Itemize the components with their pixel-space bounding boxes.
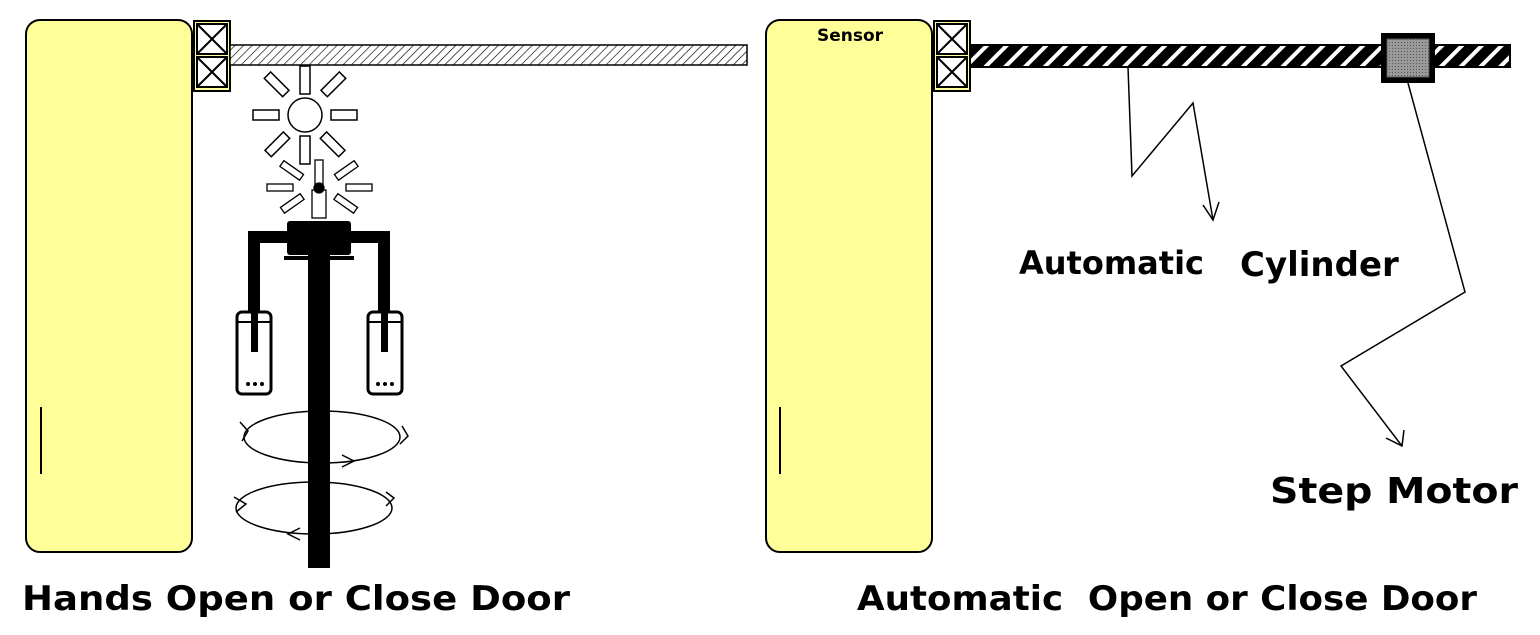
small-gear-icon (266, 159, 373, 219)
large-gear-icon (252, 65, 358, 165)
left-hinge-block-icon (193, 20, 231, 92)
step-motor-label: Step Motor (1270, 471, 1518, 512)
left-door-bar (229, 44, 748, 66)
hands-caption: Hands Open or Close Door (22, 579, 570, 619)
cylinder-leader-line (1127, 66, 1220, 222)
right-door-bar (969, 44, 1511, 68)
automatic-caption: Automatic Open or Close Door (857, 579, 1477, 619)
rotation-arrow-icon (239, 410, 409, 468)
right-weight-cylinder (366, 310, 404, 396)
right-cabinet (765, 19, 933, 553)
motor-leader-line (1339, 82, 1466, 448)
sensor-label: Sensor (817, 26, 884, 46)
manual-shaft-assembly (248, 221, 390, 568)
automatic-door-diagram: Sensor Automatic Cylinder Step Motor (765, 19, 1518, 619)
left-weight-cylinder (235, 310, 273, 396)
left-cabinet (25, 19, 193, 553)
right-hinge-block-icon (933, 20, 971, 92)
manual-door-diagram: Hands Open or Close Door (22, 19, 748, 619)
step-motor-box (1381, 33, 1435, 83)
automatic-label: Automatic (1019, 244, 1204, 282)
cylinder-label: Cylinder (1240, 245, 1399, 285)
rotation-arrow-icon-lower (233, 481, 396, 541)
